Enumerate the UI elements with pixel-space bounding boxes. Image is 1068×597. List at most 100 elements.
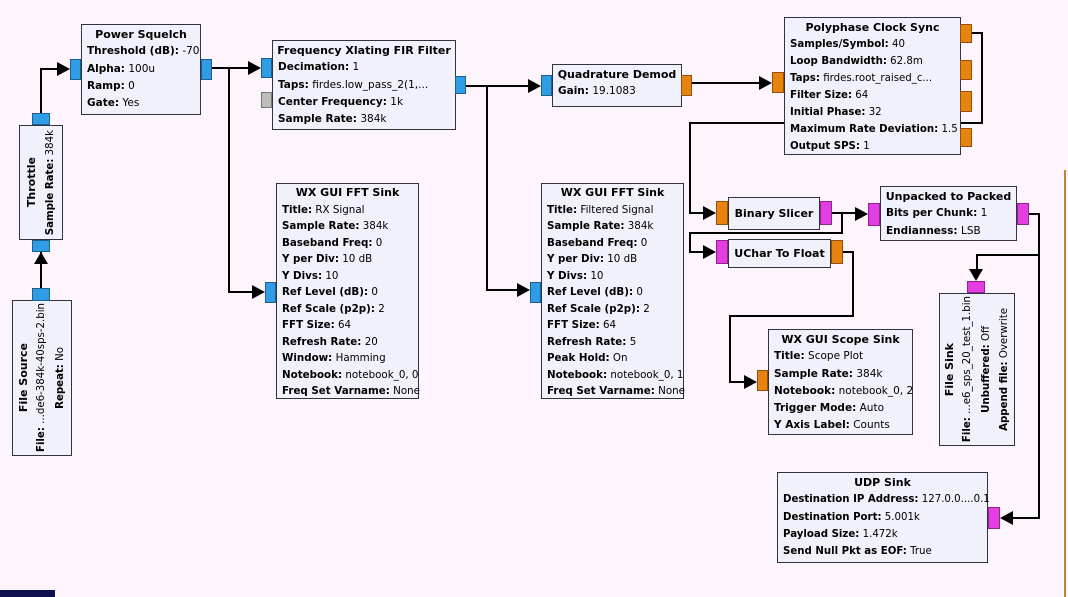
param-line: Window: Hamming [282, 352, 386, 364]
port-complex-out[interactable] [32, 113, 50, 125]
block-binary-slicer[interactable]: Binary Slicer [728, 197, 820, 230]
wire-polyphase-binaryslicer[interactable] [972, 32, 983, 34]
port-byte-out[interactable] [820, 201, 832, 225]
wire-polyphase-binaryslicer[interactable] [689, 122, 691, 214]
block-freq-xlating-fir-filter[interactable]: Frequency Xlating FIR Filter Decimation:… [272, 40, 456, 130]
port-complex-in[interactable] [32, 240, 50, 252]
wire-polyphase-binaryslicer[interactable] [689, 212, 704, 214]
port-complex-in[interactable] [261, 58, 272, 78]
block-title: Frequency Xlating FIR Filter [277, 44, 451, 57]
port-complex-in[interactable] [70, 59, 81, 80]
wire-arrowhead[interactable] [252, 285, 265, 299]
param-line: Alpha: 100u [87, 62, 156, 75]
wire-uchar-scope[interactable] [843, 251, 854, 253]
wire-arrowhead[interactable] [703, 206, 716, 220]
port-float-out[interactable] [960, 60, 972, 80]
port-byte-in[interactable] [988, 507, 1000, 529]
port-float-in[interactable] [716, 201, 728, 225]
param-line: Trigger Mode: Auto [774, 402, 885, 415]
wire-binaryslicer-uchar[interactable] [689, 232, 843, 234]
wire-unpacked-udpsink[interactable] [1013, 517, 1040, 519]
param-line: Y per Div: 10 dB [547, 253, 638, 265]
wire-binaryslicer-uchar[interactable] [689, 251, 704, 253]
block-uchar-to-float[interactable]: UChar To Float [728, 239, 831, 268]
taskbar-fragment[interactable] [0, 590, 55, 597]
wire-unpacked-udpsink[interactable] [1038, 213, 1040, 519]
block-power-squelch[interactable]: Power Squelch Threshold (dB): -70 Alpha:… [81, 24, 201, 115]
port-byte-out[interactable] [1017, 203, 1029, 225]
param-line: Initial Phase: 32 [790, 107, 882, 118]
wire-binaryslicer-uchar[interactable] [689, 232, 691, 253]
wire-arrowhead[interactable] [34, 252, 48, 264]
block-unpacked-to-packed[interactable]: Unpacked to Packed Bits per Chunk: 1 End… [880, 186, 1017, 241]
wire-unpacked-filesink[interactable] [976, 254, 1040, 256]
block-throttle[interactable]: Throttle Sample Rate: 384k [19, 125, 63, 240]
port-complex-in[interactable] [265, 282, 276, 303]
port-float-out[interactable] [831, 240, 843, 264]
wire-throttle-powersquelch[interactable] [40, 68, 57, 70]
param-line: Ref Level (dB): 0 [282, 286, 378, 298]
wire-freqxlating-fftfiltered[interactable] [486, 289, 517, 291]
param-line: Endianness: LSB [886, 224, 981, 237]
wire-binaryslicer-unpacked[interactable] [832, 212, 855, 214]
param-line: Y Divs: 10 [282, 269, 339, 282]
port-byte-in[interactable] [967, 281, 985, 293]
port-complex-out[interactable] [201, 59, 212, 80]
wire-arrowhead[interactable] [248, 61, 261, 75]
port-complex-in[interactable] [530, 282, 541, 303]
block-file-sink[interactable]: File Sink File: ...e6_sps_20_test_1.bin … [939, 293, 1015, 446]
block-quadrature-demod[interactable]: Quadrature Demod Gain: 19.1083 [552, 64, 682, 107]
wire-arrowhead[interactable] [703, 245, 716, 259]
wire-arrowhead[interactable] [855, 207, 868, 221]
block-title: File Source [17, 343, 31, 413]
port-float-in[interactable] [772, 72, 784, 93]
wire-throttle-powersquelch[interactable] [40, 69, 42, 114]
port-byte-in[interactable] [868, 203, 880, 226]
wire-powersquelch-fftrx[interactable] [228, 68, 230, 293]
wire-arrowhead[interactable] [517, 283, 530, 297]
port-complex-out[interactable] [32, 288, 50, 301]
block-file-source[interactable]: File Source File: ...de6-384k-40sps-2.bi… [12, 300, 72, 456]
wire-filesource-throttle[interactable] [40, 252, 42, 289]
wire-freqxlating-quaddemod[interactable] [466, 85, 528, 87]
port-float-in[interactable] [757, 370, 768, 391]
block-polyphase-clock-sync[interactable]: Polyphase Clock Sync Samples/Symbol: 40 … [784, 17, 961, 155]
port-float-out[interactable] [960, 91, 972, 112]
wire-binaryslicer-uchar[interactable] [841, 214, 843, 234]
block-scope-sink[interactable]: WX GUI Scope Sink Title: Scope Plot Samp… [768, 329, 913, 435]
wire-arrowhead[interactable] [1000, 511, 1013, 525]
wire-arrowhead[interactable] [759, 76, 772, 90]
wire-powersquelch-fftrx[interactable] [228, 291, 252, 293]
wire-uchar-scope[interactable] [729, 381, 745, 383]
param-line: Sample Rate: 384k [282, 220, 389, 232]
port-float-out[interactable] [960, 128, 972, 147]
block-udp-sink[interactable]: UDP Sink Destination IP Address: 127.0.0… [777, 472, 990, 563]
port-complex-out[interactable] [455, 76, 466, 94]
wire-unpacked-udpsink[interactable] [1029, 213, 1040, 215]
param-line: Taps: firdes.low_pass_2(1,... [278, 78, 429, 91]
block-fft-sink-filtered[interactable]: WX GUI FFT Sink Title: Filtered Signal S… [541, 183, 685, 399]
port-byte-in[interactable] [716, 240, 728, 264]
wire-freqxlating-fftfiltered[interactable] [486, 86, 488, 290]
port-float-out[interactable] [681, 75, 692, 96]
wire-arrowhead[interactable] [528, 79, 541, 93]
param-line: Baseband Freq: 0 [282, 236, 383, 249]
wire-arrowhead[interactable] [57, 62, 70, 76]
wire-polyphase-binaryslicer[interactable] [981, 32, 983, 124]
param-line: Bits per Chunk: 1 [886, 207, 988, 220]
wire-quaddemod-polyphase[interactable] [692, 82, 760, 84]
canvas-edge-line [1064, 170, 1066, 597]
wire-uchar-scope[interactable] [852, 251, 854, 317]
wire-arrowhead[interactable] [969, 269, 983, 281]
wire-powersquelch-freqxlating[interactable] [212, 67, 248, 69]
wire-uchar-scope[interactable] [729, 315, 731, 383]
wire-unpacked-filesink[interactable] [976, 254, 978, 270]
wire-arrowhead[interactable] [744, 375, 757, 389]
port-message-in[interactable] [261, 92, 272, 108]
wire-uchar-scope[interactable] [729, 315, 854, 317]
port-complex-in[interactable] [541, 75, 552, 96]
port-float-out[interactable] [960, 24, 972, 43]
block-fft-sink-rx[interactable]: WX GUI FFT Sink Title: RX Signal Sample … [276, 183, 420, 399]
param-line: File: ...de6-384k-40sps-2.bin [36, 303, 48, 453]
